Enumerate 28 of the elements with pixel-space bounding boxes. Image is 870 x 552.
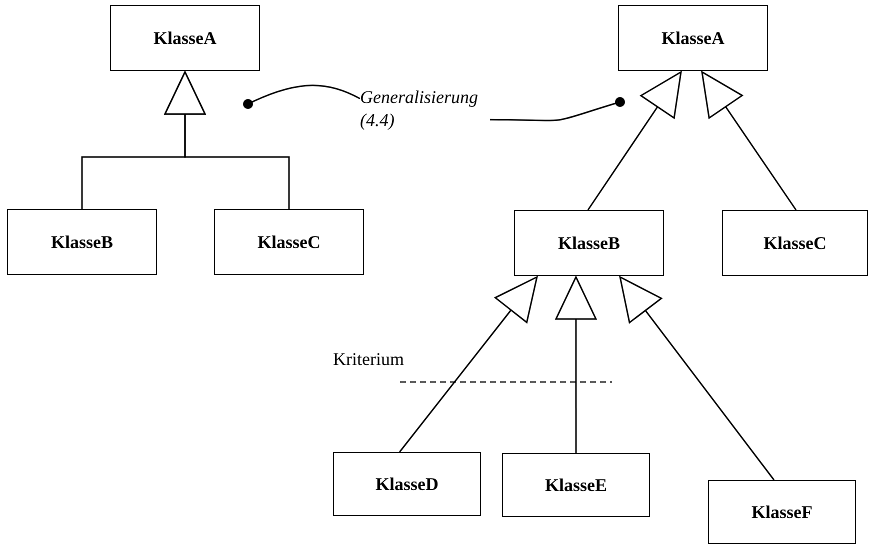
criterion-label: Kriterium xyxy=(333,349,404,370)
class-name: KlasseA xyxy=(662,28,724,48)
leader-line xyxy=(490,97,625,122)
class-box xyxy=(502,453,650,517)
generalization-arrow xyxy=(587,71,682,210)
class-box xyxy=(708,480,856,544)
class-name: KlasseF xyxy=(752,502,812,522)
class-box xyxy=(514,210,664,276)
class-name: KlasseD xyxy=(376,474,438,494)
generalization-arrow xyxy=(555,276,597,453)
generalization-arrow xyxy=(701,71,797,210)
class-box xyxy=(333,452,481,516)
class-name: KlasseB xyxy=(50,232,113,252)
class-name: KlasseA xyxy=(154,28,216,48)
generalization-arrow xyxy=(399,276,538,452)
class-name: KlasseC xyxy=(258,232,320,252)
class-box xyxy=(7,209,157,275)
class-box xyxy=(214,209,364,275)
class-box xyxy=(618,5,768,71)
class-box xyxy=(110,5,260,71)
class-name: KlasseB xyxy=(558,232,620,254)
class-name: KlasseC xyxy=(764,232,826,254)
class-box xyxy=(722,210,868,276)
leader-line xyxy=(243,84,360,109)
generalization-arrow xyxy=(619,276,775,480)
class-name: KlasseE xyxy=(544,474,607,496)
generalization-arrow xyxy=(164,71,290,209)
annotation-text: Generalisierung (4.4) xyxy=(360,86,479,132)
